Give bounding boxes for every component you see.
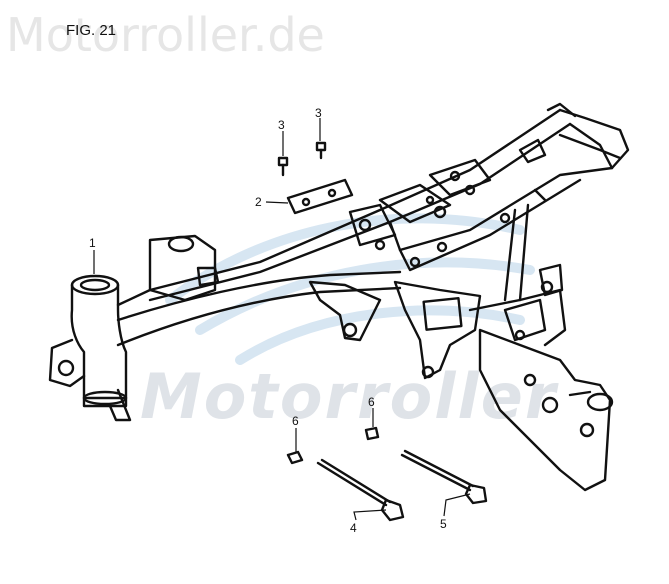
callout-4: 4	[350, 521, 357, 535]
callout-6a: 6	[292, 414, 299, 428]
callout-5: 5	[440, 517, 447, 531]
leader-lines	[93, 118, 471, 521]
callout-2: 2	[255, 195, 262, 209]
callout-6b: 6	[368, 395, 375, 409]
callout-3a: 3	[278, 118, 285, 132]
callout-1: 1	[89, 236, 96, 250]
figure-label: FIG. 21	[66, 22, 117, 39]
plate-part	[286, 178, 354, 215]
watermark-top: Motorroller.de	[6, 8, 325, 62]
callout-3b: 3	[315, 106, 322, 120]
steering-head-tube	[48, 274, 132, 422]
watermark-center: Motorroller	[140, 360, 558, 433]
